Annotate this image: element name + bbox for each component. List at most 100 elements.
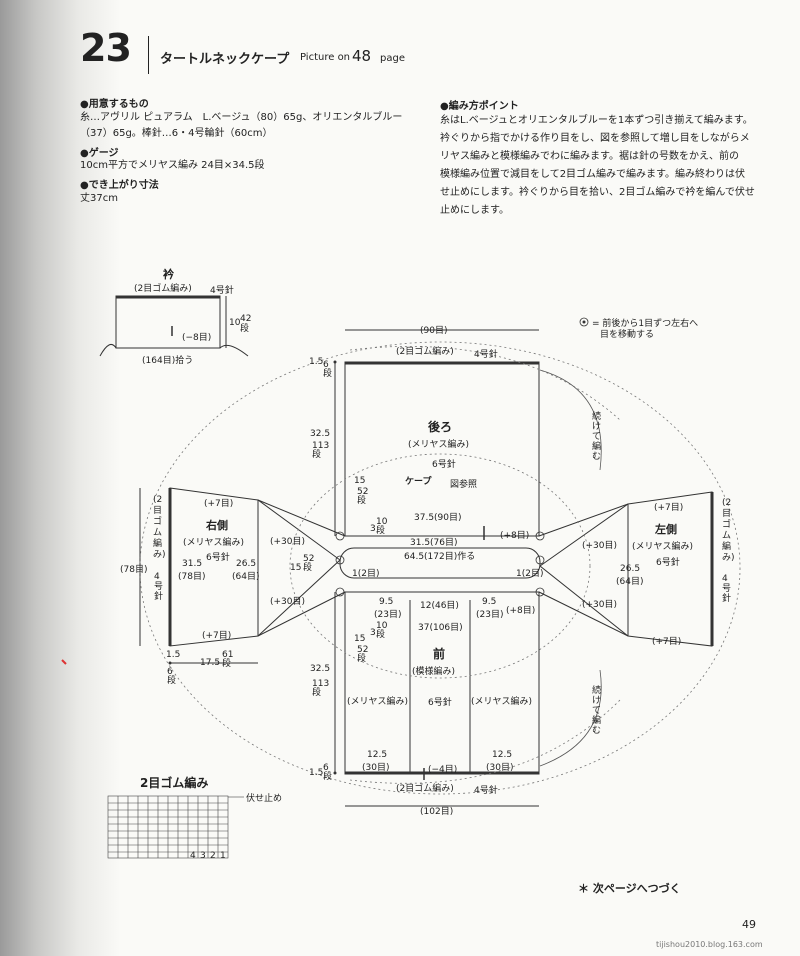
neck-one-left: 1(2目) bbox=[352, 569, 380, 579]
back-length: 32.5 bbox=[310, 429, 331, 439]
gauge-text: 10cm平方でメリヤス編み 24目×34.5段 bbox=[80, 160, 265, 171]
left-inc7-bottom: (+7目) bbox=[652, 637, 682, 647]
front-bottom-count: (102目) bbox=[420, 807, 454, 817]
front-rib-rows: 6段 bbox=[323, 763, 333, 782]
cape-ref-label: ケープ bbox=[405, 477, 432, 487]
back-r3: 3 bbox=[370, 524, 376, 534]
front-length-rows: 113段 bbox=[312, 679, 330, 698]
left-inc30-bottom: (+30目) bbox=[582, 600, 618, 610]
size-text: 丈37cm bbox=[80, 193, 118, 204]
neck-opening-shape bbox=[339, 547, 541, 579]
left-rib-label: (2目ゴム編み) bbox=[722, 498, 735, 563]
front-inc8: (+8目) bbox=[506, 606, 536, 616]
pattern-number: 23 bbox=[80, 26, 132, 70]
book-spine-shadow bbox=[0, 0, 120, 956]
collar-rows: 42段 bbox=[240, 314, 252, 334]
back-stitch: (メリヤス編み) bbox=[408, 440, 470, 450]
front-right-stitch: (メリヤス編み) bbox=[471, 697, 533, 707]
front-hem-decrease: (−4目) bbox=[428, 765, 458, 775]
front-hem-right-stitches: (30目) bbox=[486, 763, 514, 773]
right-inc7-top: (+7目) bbox=[204, 499, 234, 509]
back-length-rows: 113段 bbox=[312, 441, 330, 460]
front-title: 前 bbox=[433, 647, 446, 661]
right-length: 17.5 bbox=[200, 658, 221, 668]
front-side-right-stitches: (23目) bbox=[476, 610, 504, 620]
page-word: page bbox=[380, 53, 405, 64]
back-rib-label: (2目ゴム編み) bbox=[396, 347, 454, 357]
neck-one-right: 1(2目) bbox=[516, 569, 544, 579]
page-number: 49 bbox=[742, 918, 756, 931]
left-inc30-top: (+30目) bbox=[582, 541, 618, 551]
back-width-1: 37.5(90目) bbox=[414, 513, 462, 523]
front-stitch: (模様編み) bbox=[412, 667, 456, 677]
outer-dotted-outline bbox=[139, 341, 741, 795]
title-divider bbox=[148, 36, 149, 74]
watermark: tijishou2010.blog.163.com bbox=[656, 940, 763, 949]
front-left-stitch: (メリヤス編み) bbox=[347, 697, 409, 707]
back-title: 後ろ bbox=[428, 420, 453, 434]
rib-chart-col-1: 1 bbox=[220, 851, 226, 861]
right-inc7-bottom: (+7目) bbox=[202, 631, 232, 641]
right-rib-label: (2目ゴム編み) bbox=[153, 495, 166, 560]
points-line-5: せ止めにします。衿ぐりから目を拾い、2目ゴム編みで衿を編んで伏せ bbox=[440, 187, 755, 198]
rib-chart-col-4: 4 bbox=[190, 851, 196, 861]
right-r15-rows: 52段 bbox=[303, 554, 315, 573]
right-side-stitch: (メリヤス編み) bbox=[183, 538, 245, 548]
points-line-6: 止めにします。 bbox=[440, 205, 509, 216]
right-r15: 15 bbox=[290, 563, 302, 573]
right-h2-stitches: (64目) bbox=[232, 572, 260, 582]
front-rib-label: (2目ゴム編み) bbox=[396, 784, 454, 794]
right-rib-height: 1.5 bbox=[166, 650, 181, 660]
neck-cast-on: 64.5(172目)作る bbox=[404, 552, 476, 562]
back-r15: 15 bbox=[354, 476, 366, 486]
front-side-right-width: 9.5 bbox=[482, 597, 497, 607]
right-side-title: 右側 bbox=[206, 519, 228, 532]
gauge-heading: ●ゲージ bbox=[80, 148, 119, 159]
rib-chart-grid bbox=[107, 795, 244, 859]
right-side-needle: 6号針 bbox=[206, 553, 230, 563]
points-line-1: 糸はL.ベージュとオリエンタルブルーを1本ずつ引き揃えて編みます。 bbox=[440, 115, 753, 126]
points-line-2: 衿ぐりから指でかける作り目をし、図を参照して増し目をしながらメ bbox=[440, 133, 750, 144]
left-side-needle: 6号針 bbox=[656, 558, 680, 568]
rib-chart-col-3: 3 bbox=[200, 851, 206, 861]
back-top-count: (90目) bbox=[420, 326, 448, 336]
front-r15: 15 bbox=[354, 634, 366, 644]
front-side-left-width: 9.5 bbox=[379, 597, 394, 607]
points-line-4: 模様編み位置で減目をして2目ゴム編みで編みます。編み終わりは伏 bbox=[440, 169, 746, 180]
legend-line-1: = 前後から1目ずつ左右へ bbox=[592, 319, 699, 329]
right-inc30-top: (+30目) bbox=[270, 537, 306, 547]
pattern-title: タートルネックケープ bbox=[160, 52, 290, 67]
right-h2: 26.5 bbox=[236, 559, 257, 569]
back-r3-rows: 10段 bbox=[376, 517, 388, 536]
back-rib-height: 1.5 bbox=[309, 357, 324, 367]
picture-page-number: 48 bbox=[352, 47, 372, 65]
collar-title: 衿 bbox=[163, 268, 174, 281]
back-needle: 6号針 bbox=[432, 460, 456, 470]
front-r3-rows: 10段 bbox=[376, 621, 388, 640]
front-length: 32.5 bbox=[310, 664, 331, 674]
next-page-note: ＊ 次ページへつづく bbox=[578, 882, 681, 895]
collar-needle: 4号針 bbox=[210, 286, 234, 296]
left-continue-bottom: 続けて編む bbox=[592, 686, 602, 736]
front-hem-left-stitches: (30目) bbox=[362, 763, 390, 773]
front-r15-rows: 52段 bbox=[357, 645, 369, 664]
size-heading: ●でき上がり寸法 bbox=[80, 180, 159, 191]
left-side-title: 左側 bbox=[655, 523, 677, 536]
right-outer-count: (78目) bbox=[120, 565, 148, 575]
left-rib-needle: 4号針 bbox=[722, 574, 732, 604]
back-r15-rows: 52段 bbox=[357, 487, 369, 506]
right-h1: 31.5 bbox=[182, 559, 203, 569]
back-width-2: 31.5(76目) bbox=[410, 538, 458, 548]
right-inc30-bottom: (+30目) bbox=[270, 597, 306, 607]
materials-line-1: 糸…アヴリル ピュアラム L.ベージュ（80）65g、オリエンタルブルー bbox=[80, 112, 403, 123]
front-mid-width: 12(46目) bbox=[420, 601, 459, 611]
legend-line-2: 目を移動する bbox=[600, 330, 655, 340]
right-length-rows: 61段 bbox=[222, 650, 234, 669]
front-rib-height: 1.5 bbox=[309, 768, 324, 778]
right-rib-needle: 4号針 bbox=[154, 572, 164, 602]
back-inc8: (+8目) bbox=[500, 531, 530, 541]
rib-chart-title: 2目ゴム編み bbox=[140, 776, 209, 790]
back-rib-rows: 6段 bbox=[323, 360, 333, 379]
cape-ref-note: 図参照 bbox=[450, 480, 478, 490]
picture-on-label: Picture on bbox=[300, 52, 351, 63]
